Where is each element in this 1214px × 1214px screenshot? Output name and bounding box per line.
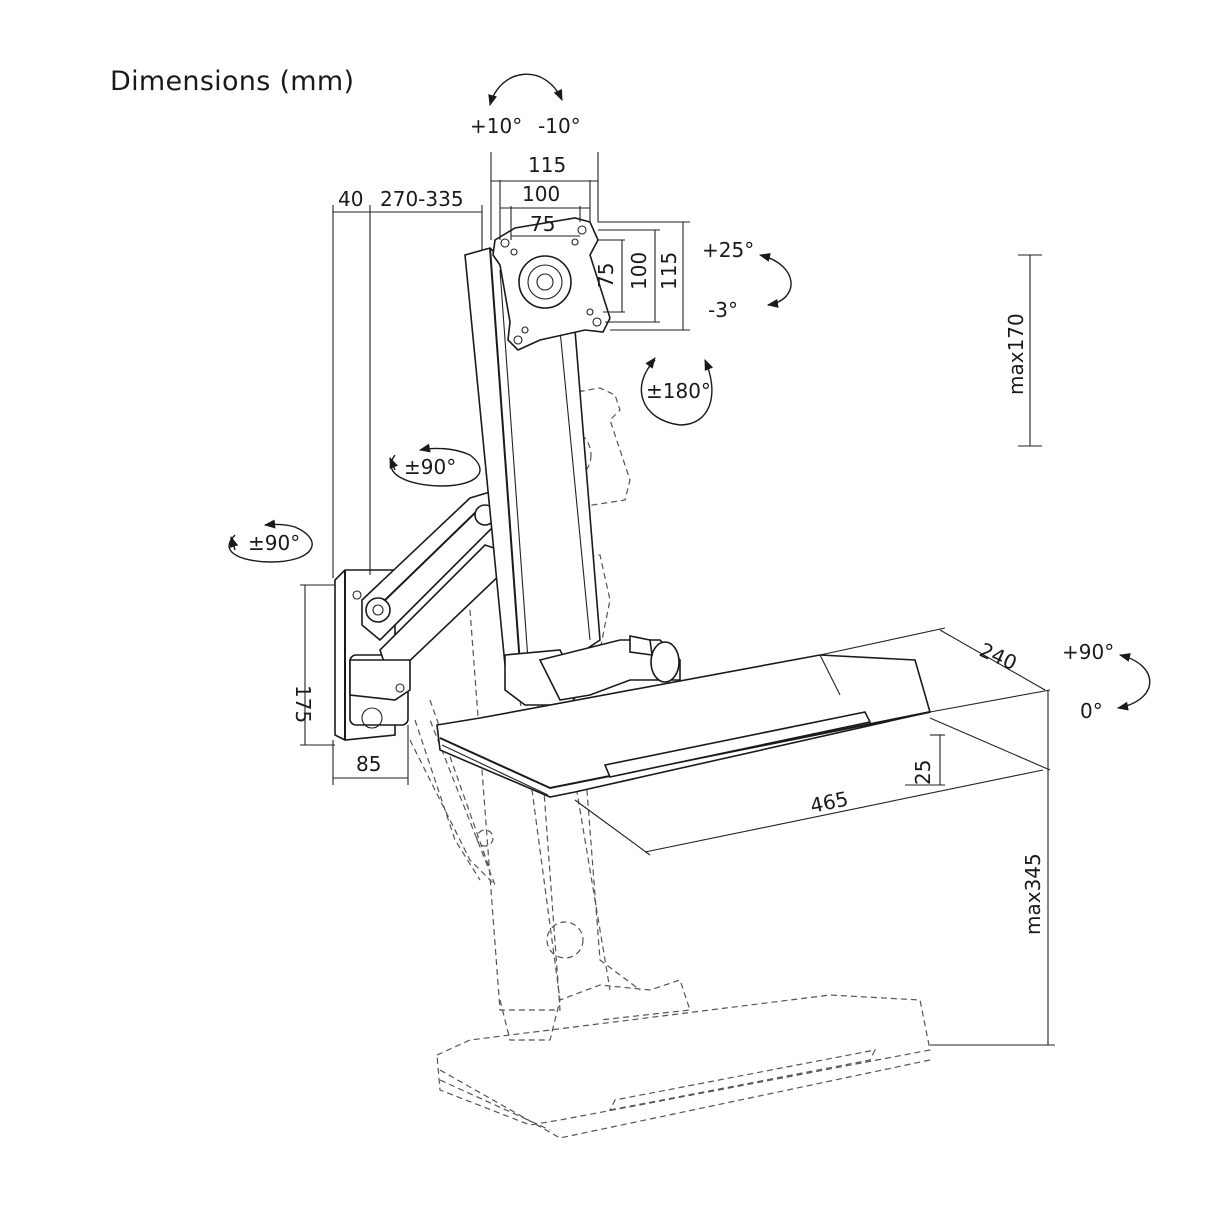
plate-width-label: 85 — [356, 752, 381, 776]
vesa-mount-plate — [492, 217, 611, 351]
monitor-height-label: max170 — [1004, 313, 1028, 395]
vesa-height-100: 100 — [627, 252, 651, 290]
keyboard-depth-label: 240 — [976, 638, 1021, 675]
page-title: Dimensions (mm) — [110, 66, 355, 97]
tilt-plus-label: +10° — [470, 114, 522, 138]
wall-swivel-label: ±90° — [248, 531, 300, 555]
plate-height-label: 175 — [291, 685, 315, 723]
keyboard-width-label: 465 — [808, 786, 850, 817]
dimension-labels: +10° -10° 115 100 75 40 270-335 75 100 1… — [248, 114, 1114, 935]
vesa-width-75: 75 — [530, 212, 555, 236]
vertical-column — [464, 247, 681, 706]
keyboard-tilt-zero: 0° — [1080, 699, 1103, 723]
keyboard-height-label: max345 — [1021, 853, 1045, 935]
vesa-width-115: 115 — [528, 153, 566, 177]
arm-assembly — [349, 491, 506, 701]
rotation-arrows — [228, 73, 1151, 711]
dimension-lines — [300, 152, 1055, 1046]
vesa-height-75: 75 — [594, 263, 618, 288]
wall-depth-40: 40 — [338, 187, 363, 211]
arm-swivel-label: ±90° — [404, 455, 456, 479]
monitor-tilt-minus: -3° — [708, 298, 738, 322]
keyboard-tilt-plus: +90° — [1062, 640, 1114, 664]
monitor-tilt-plus: +25° — [702, 238, 754, 262]
keyboard-thickness-label: 25 — [911, 760, 935, 785]
tilt-minus-label: -10° — [538, 114, 581, 138]
rotation-label: ±180° — [646, 379, 711, 403]
arm-reach-label: 270-335 — [380, 187, 464, 211]
vesa-width-100: 100 — [522, 182, 560, 206]
vesa-height-115: 115 — [657, 252, 681, 290]
